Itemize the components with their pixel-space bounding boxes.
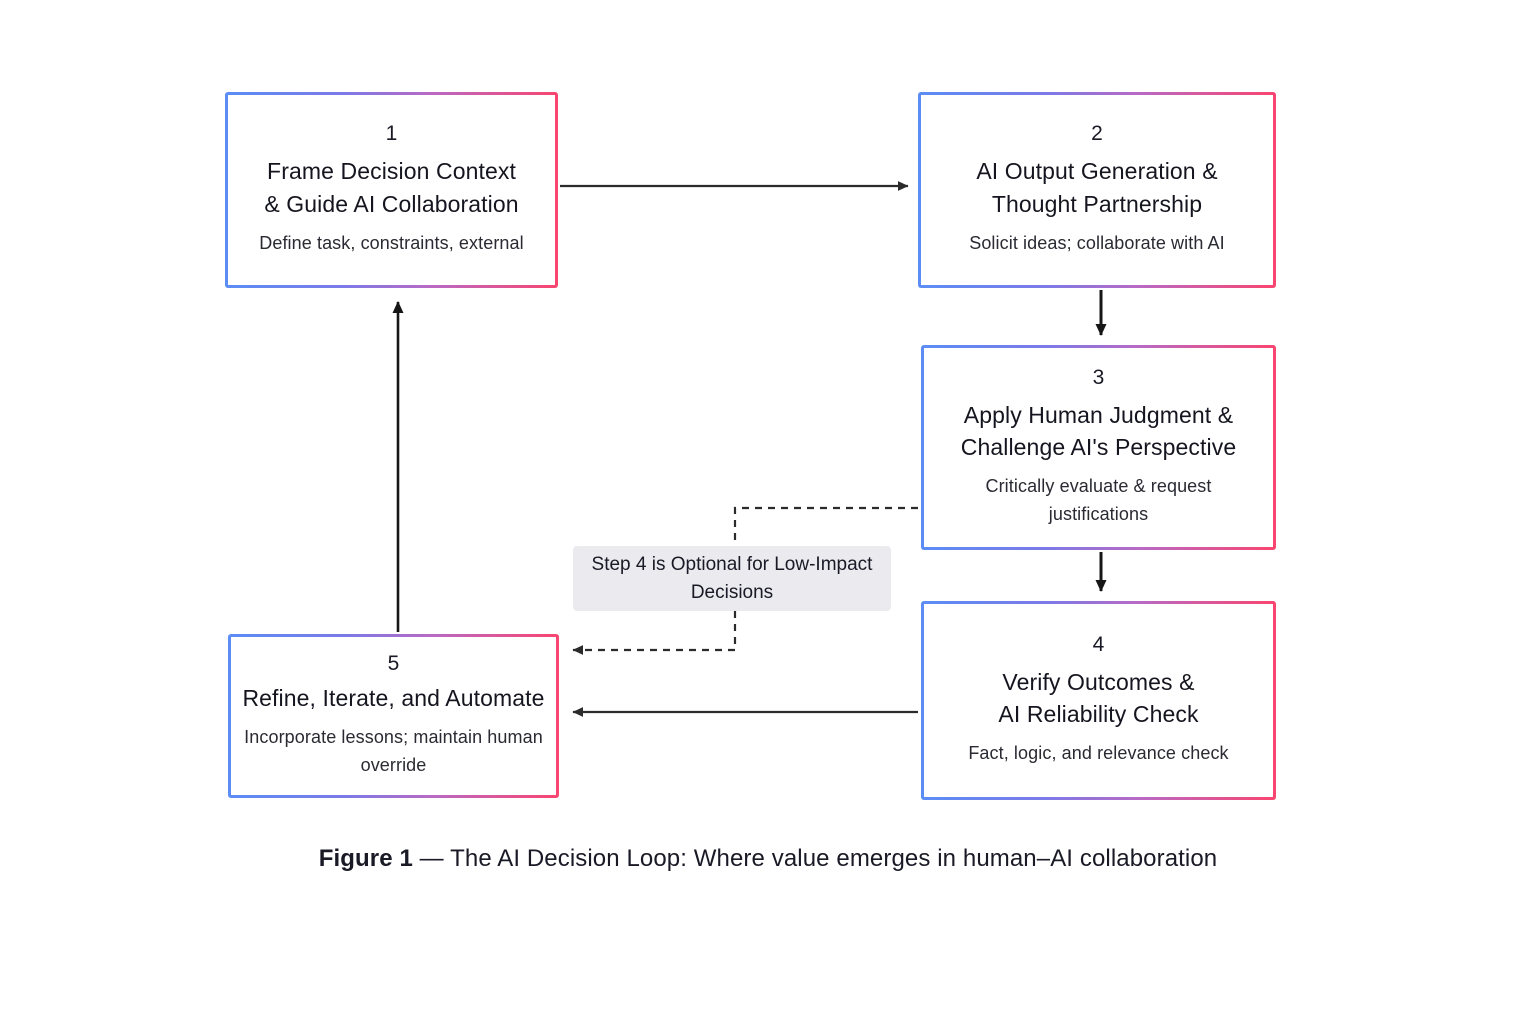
figure-caption-text: — The AI Decision Loop: Where value emer… — [412, 845, 1218, 872]
node-title: Verify Outcomes & AI Reliability Check — [998, 668, 1199, 728]
node-subtitle: Fact, logic, and relevance check — [968, 743, 1229, 764]
node-subtitle: Critically evaluate & request justificat… — [985, 476, 1212, 525]
figure-number-label: Figure 1 — [318, 845, 413, 872]
node-title: Refine, Iterate, and Automate — [242, 685, 545, 712]
node-verify-outcomes[interactable]: 4 Verify Outcomes & AI Reliability Check… — [921, 601, 1276, 800]
optional-step-annotation: Step 4 is Optional for Low-Impact Decisi… — [573, 546, 891, 611]
node-ai-output-generation[interactable]: 2 AI Output Generation & Thought Partner… — [918, 92, 1276, 288]
node-number: 1 — [385, 122, 398, 146]
node-number: 2 — [1091, 122, 1103, 146]
node-subtitle: Incorporate lessons; maintain human over… — [244, 726, 543, 775]
node-title: AI Output Generation & Thought Partnersh… — [976, 158, 1218, 217]
node-number: 3 — [1092, 365, 1105, 389]
node-refine-iterate-automate[interactable]: 5 Refine, Iterate, and Automate Incorpor… — [228, 634, 559, 798]
node-subtitle: Define task, constraints, external — [259, 232, 524, 253]
node-subtitle: Solicit ideas; collaborate with AI — [969, 232, 1225, 253]
figure-caption: Figure 1 — The AI Decision Loop: Where v… — [0, 845, 1536, 873]
node-frame-decision-context[interactable]: 1 Frame Decision Context & Guide AI Coll… — [225, 92, 558, 288]
node-title: Frame Decision Context & Guide AI Collab… — [264, 158, 519, 217]
node-apply-human-judgment[interactable]: 3 Apply Human Judgment & Challenge AI's … — [921, 345, 1276, 550]
node-title: Apply Human Judgment & Challenge AI's Pe… — [960, 401, 1237, 461]
node-number: 4 — [1092, 632, 1105, 656]
node-number: 5 — [387, 652, 400, 676]
